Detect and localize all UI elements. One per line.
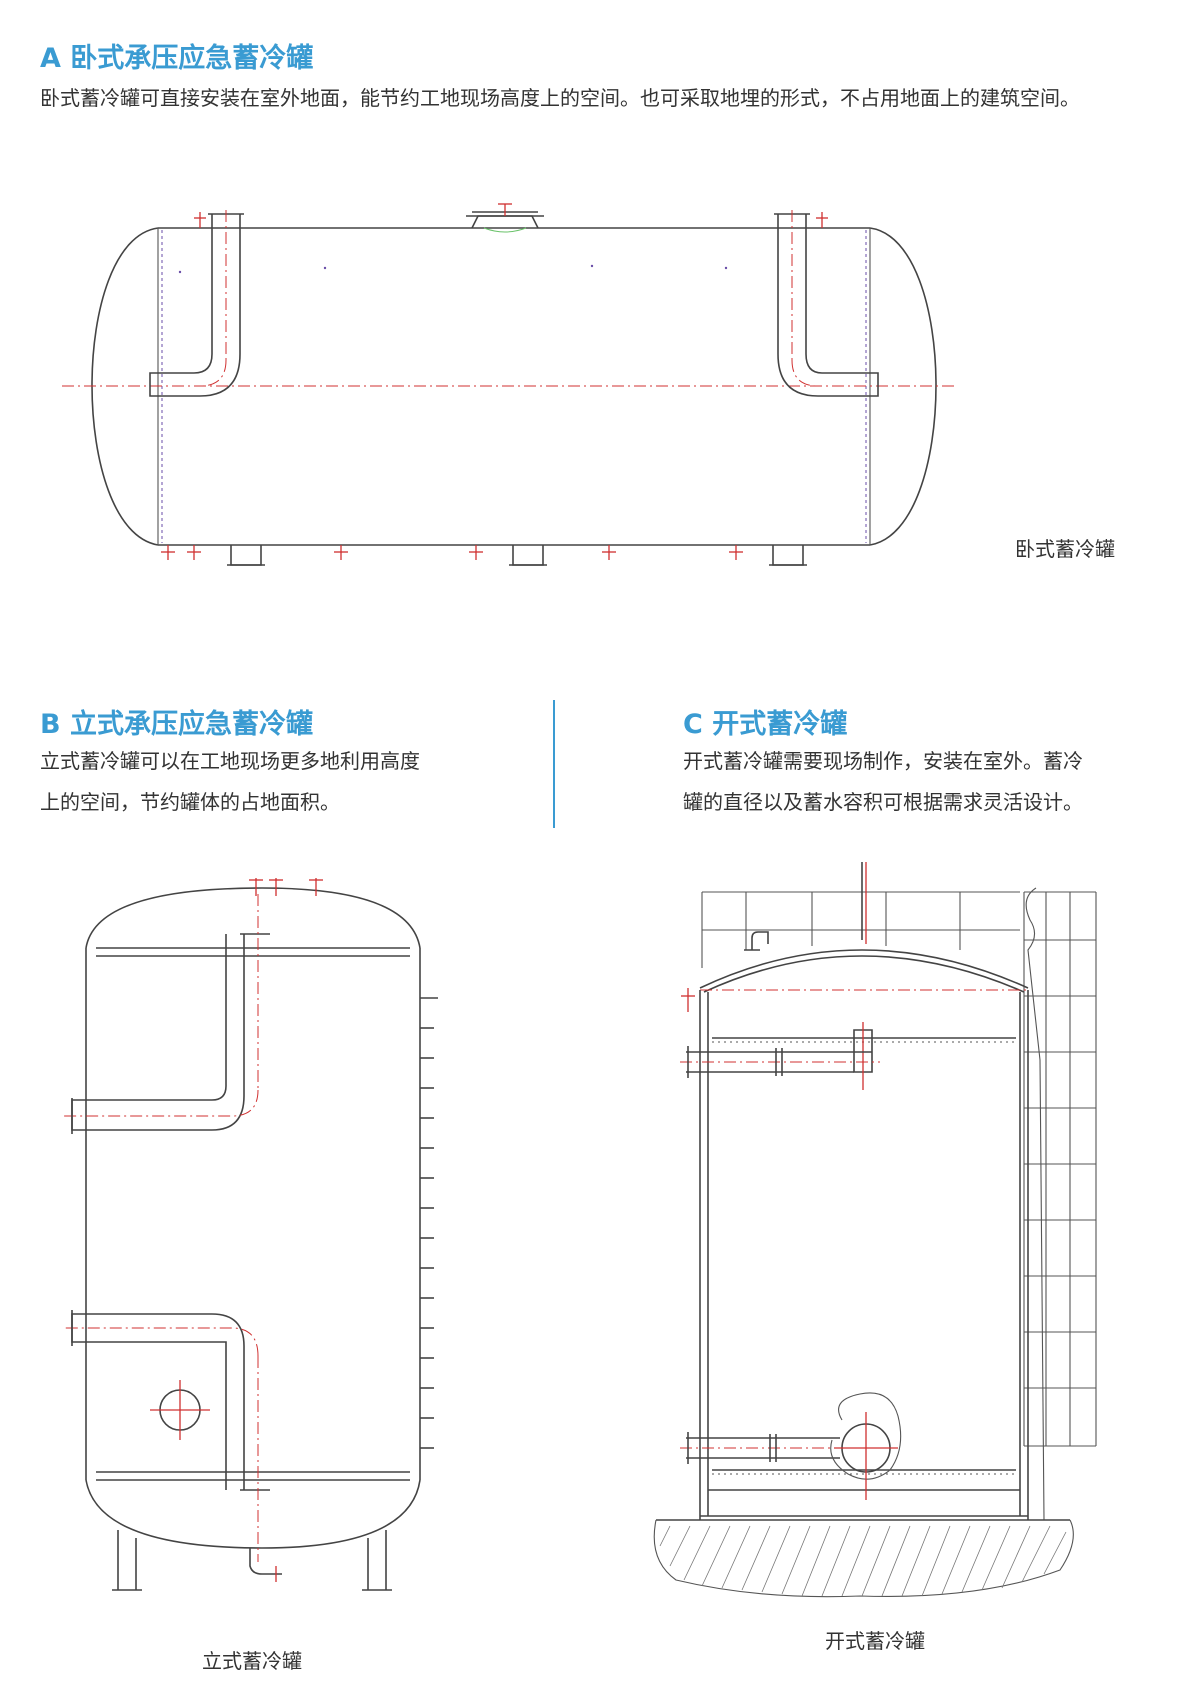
section-c-description-line-2: 罐的直径以及蓄水容积可根据需求灵活设计。 xyxy=(683,790,1083,814)
section-a-description: 卧式蓄冷罐可直接安装在室外地面，能节约工地现场高度上的空间。也可采取地埋的形式，… xyxy=(40,86,1080,110)
section-a-heading: A 卧式承压应急蓄冷罐 xyxy=(40,43,314,74)
section-b-description-line-2: 上的空间，节约罐体的占地面积。 xyxy=(40,790,340,814)
section-b-description-line-1: 立式蓄冷罐可以在工地现场更多地利用高度 xyxy=(40,749,420,773)
section-c-description-line-1: 开式蓄冷罐需要现场制作，安装在室外。蓄冷 xyxy=(683,749,1083,773)
horizontal-tank-drawing xyxy=(62,203,958,566)
vertical-tank-caption: 立式蓄冷罐 xyxy=(202,1649,302,1673)
section-b-heading: B 立式承压应急蓄冷罐 xyxy=(40,709,313,740)
section-c-heading: C 开式蓄冷罐 xyxy=(683,709,848,740)
section-c-description: 开式蓄冷罐需要现场制作，安装在室外。蓄冷 罐的直径以及蓄水容积可根据需求灵活设计… xyxy=(683,741,1183,823)
column-divider xyxy=(553,700,555,828)
open-tank-caption: 开式蓄冷罐 xyxy=(825,1629,925,1653)
horizontal-tank-caption: 卧式蓄冷罐 xyxy=(1015,537,1115,561)
section-b-description: 立式蓄冷罐可以在工地现场更多地利用高度 上的空间，节约罐体的占地面积。 xyxy=(40,741,520,823)
